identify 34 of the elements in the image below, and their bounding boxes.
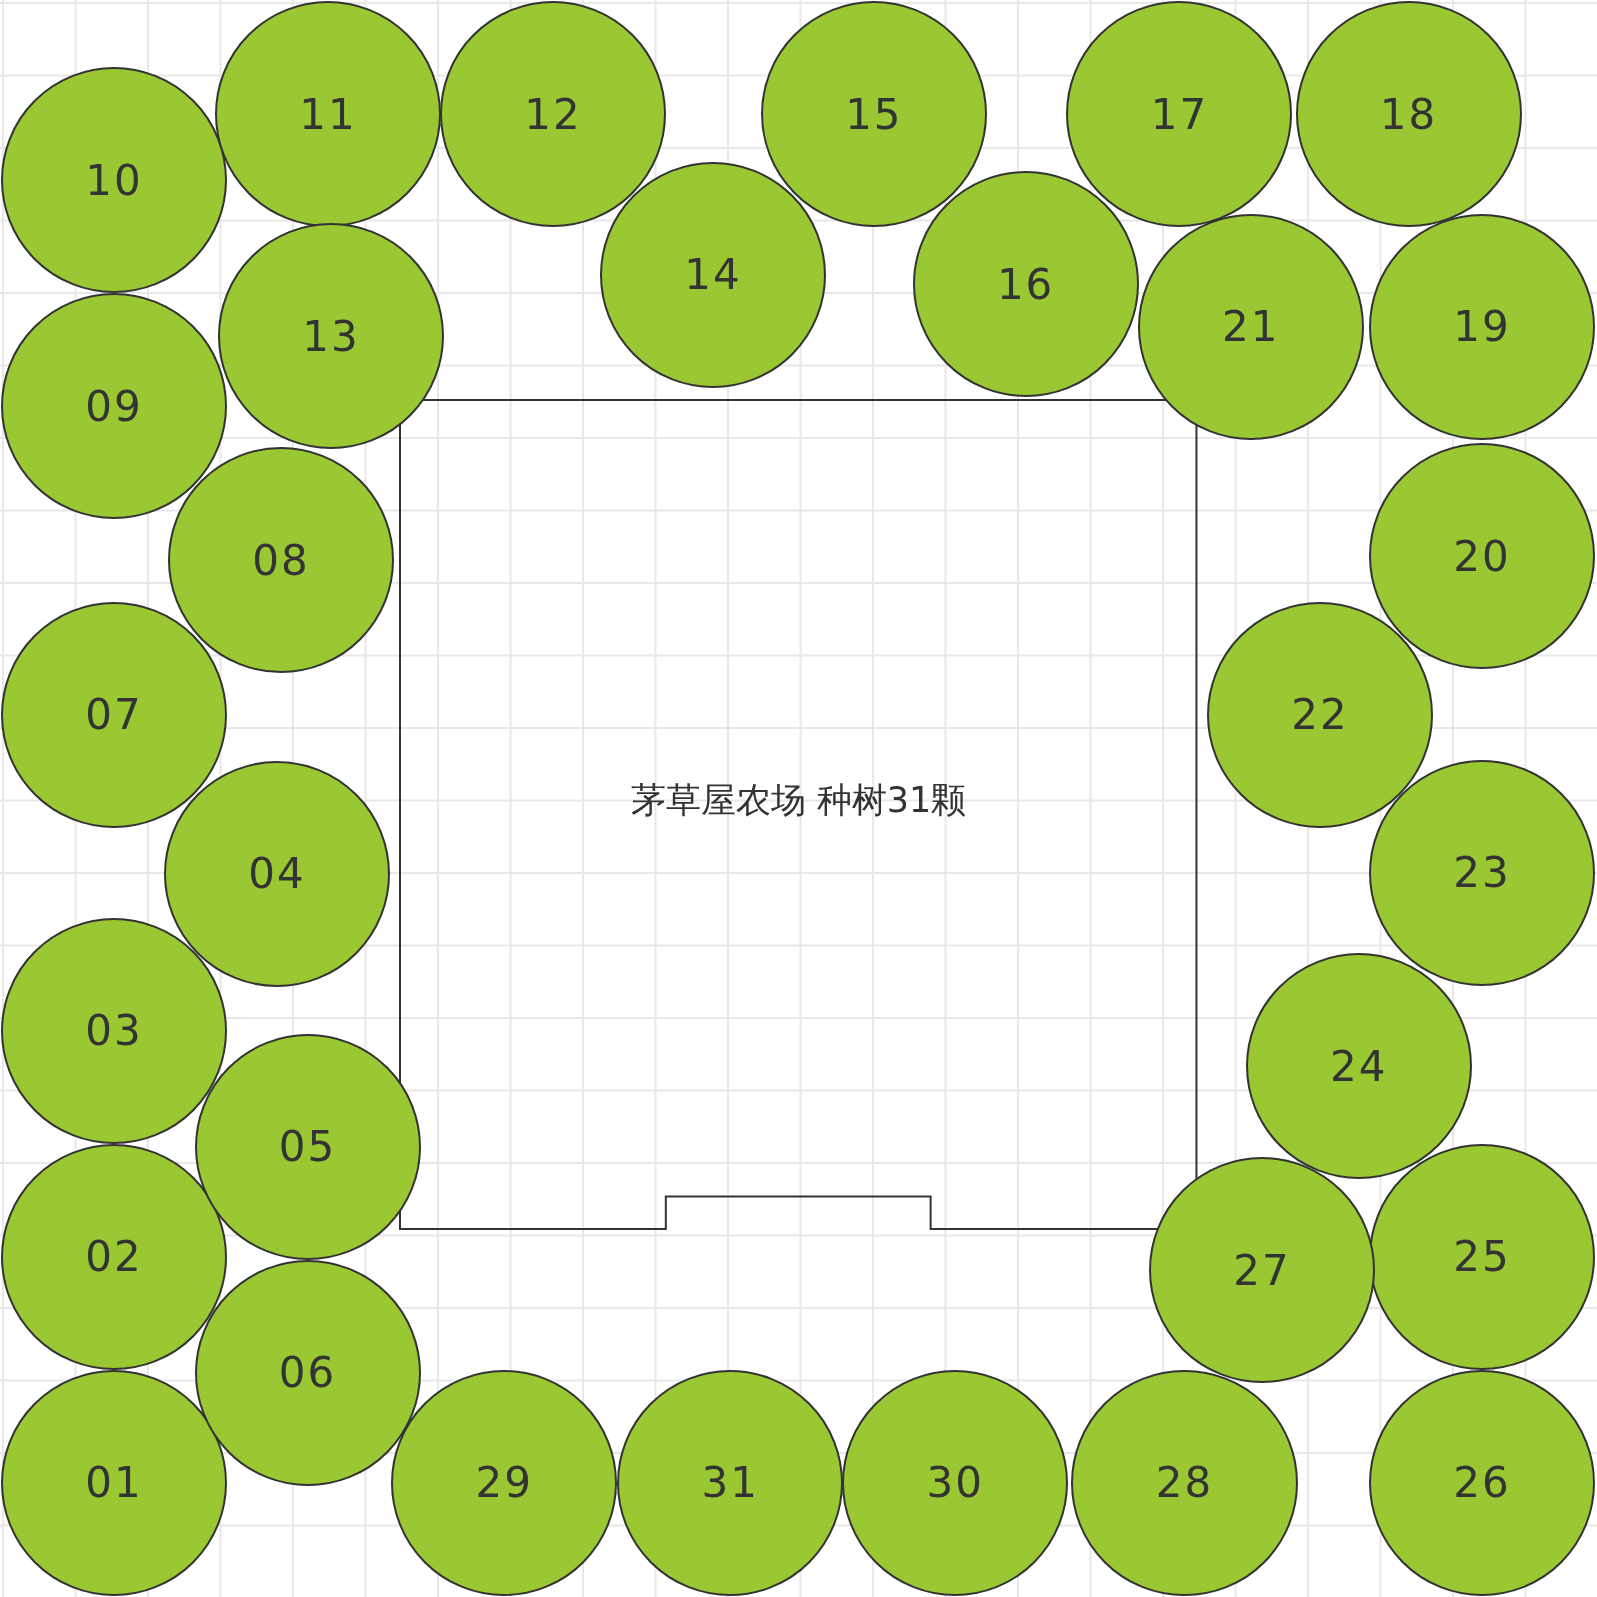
tree-number: 16 [996, 259, 1055, 309]
tree-number: 20 [1453, 531, 1511, 581]
tree-number: 14 [684, 250, 742, 300]
tree-number: 26 [1453, 1458, 1511, 1508]
tree-number: 25 [1453, 1232, 1511, 1282]
tree-number: 17 [1150, 89, 1209, 139]
tree-number: 06 [278, 1348, 337, 1398]
tree-number: 30 [926, 1458, 985, 1508]
tree-circle [217, 223, 445, 450]
tree-number: 08 [252, 535, 310, 585]
farm-outline [400, 400, 1197, 1230]
tree-number: 27 [1233, 1245, 1291, 1295]
tree-number: 29 [475, 1458, 533, 1508]
tree-number: 18 [1379, 89, 1438, 139]
tree-number: 22 [1291, 690, 1349, 740]
tree-number: 10 [85, 155, 143, 205]
tree-number: 05 [278, 1122, 337, 1172]
tree-number: 03 [85, 1006, 143, 1056]
tree-number: 15 [845, 89, 903, 139]
tree-number: 04 [248, 849, 306, 899]
tree-number: 02 [85, 1232, 143, 1282]
tree-number: 01 [85, 1458, 143, 1508]
tree-number: 07 [85, 690, 143, 740]
tree-number: 11 [299, 89, 357, 139]
tree-number: 24 [1329, 1041, 1388, 1091]
tree-number: 23 [1453, 848, 1511, 898]
tree-number: 13 [302, 311, 360, 361]
tree-number: 12 [524, 89, 582, 139]
farm-label: 茅草屋农场 种树31颗 [630, 778, 967, 821]
tree-number: 28 [1155, 1458, 1214, 1508]
tree-number: 21 [1221, 302, 1280, 352]
tree-number: 31 [701, 1458, 759, 1508]
tree-number: 19 [1453, 302, 1511, 352]
tree-number: 09 [85, 381, 143, 431]
